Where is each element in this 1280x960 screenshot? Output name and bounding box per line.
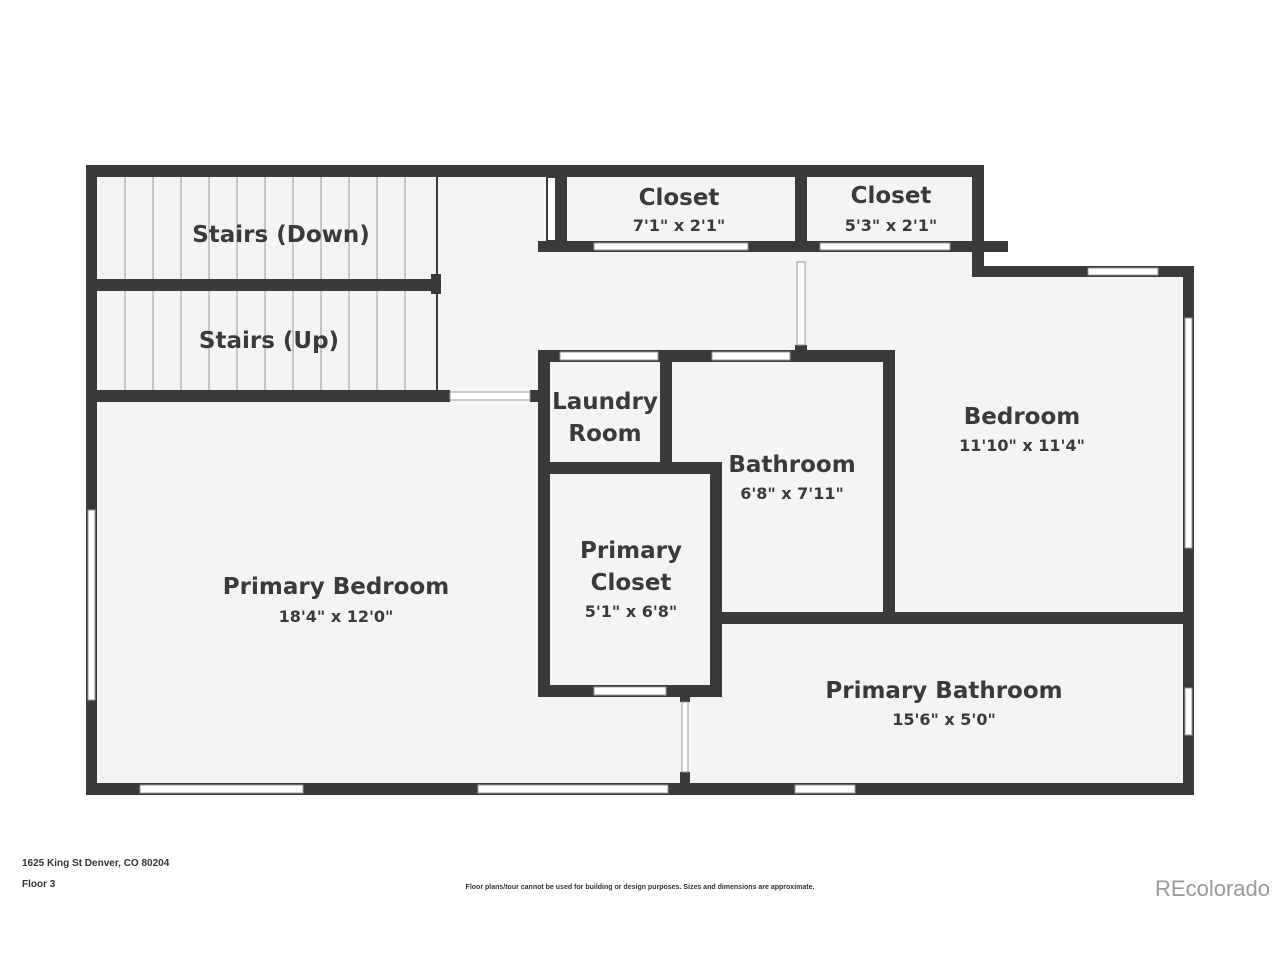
closet-2-dims: 5'3" x 2'1" bbox=[845, 216, 937, 235]
primary-closet-dims: 5'1" x 6'8" bbox=[585, 602, 677, 621]
primary-bedroom-label: Primary Bedroom bbox=[223, 574, 449, 600]
primary-bathroom-label: Primary Bathroom bbox=[825, 678, 1062, 704]
floor-area bbox=[92, 171, 1188, 789]
primary-closet-label-line2: Closet bbox=[591, 570, 672, 596]
floor-label: Floor 3 bbox=[22, 879, 56, 890]
stairs-down-label: Stairs (Down) bbox=[192, 222, 370, 248]
hatch-wall bbox=[546, 176, 557, 242]
bathroom-dims: 6'8" x 7'11" bbox=[740, 484, 844, 503]
bathroom-label: Bathroom bbox=[728, 452, 855, 478]
brand-logo: REcolorado bbox=[1155, 876, 1270, 901]
primary-bathroom-dims: 15'6" x 5'0" bbox=[892, 710, 996, 729]
closet-2-label: Closet bbox=[851, 183, 932, 209]
windows-and-openings bbox=[87, 242, 1193, 794]
closet-1-dims: 7'1" x 2'1" bbox=[633, 216, 725, 235]
stairs-up-label: Stairs (Up) bbox=[199, 328, 339, 354]
primary-bedroom-dims: 18'4" x 12'0" bbox=[279, 607, 394, 626]
property-address: 1625 King St Denver, CO 80204 bbox=[22, 858, 170, 869]
bedroom-label: Bedroom bbox=[964, 404, 1081, 430]
primary-closet-label-line1: Primary bbox=[580, 538, 682, 564]
laundry-label-line1: Laundry bbox=[552, 389, 658, 415]
bedroom-dims: 11'10" x 11'4" bbox=[959, 436, 1085, 455]
disclaimer: Floor plans/tour cannot be used for buil… bbox=[465, 884, 815, 891]
laundry-label-line2: Room bbox=[568, 421, 641, 447]
closet-1-label: Closet bbox=[639, 185, 720, 211]
